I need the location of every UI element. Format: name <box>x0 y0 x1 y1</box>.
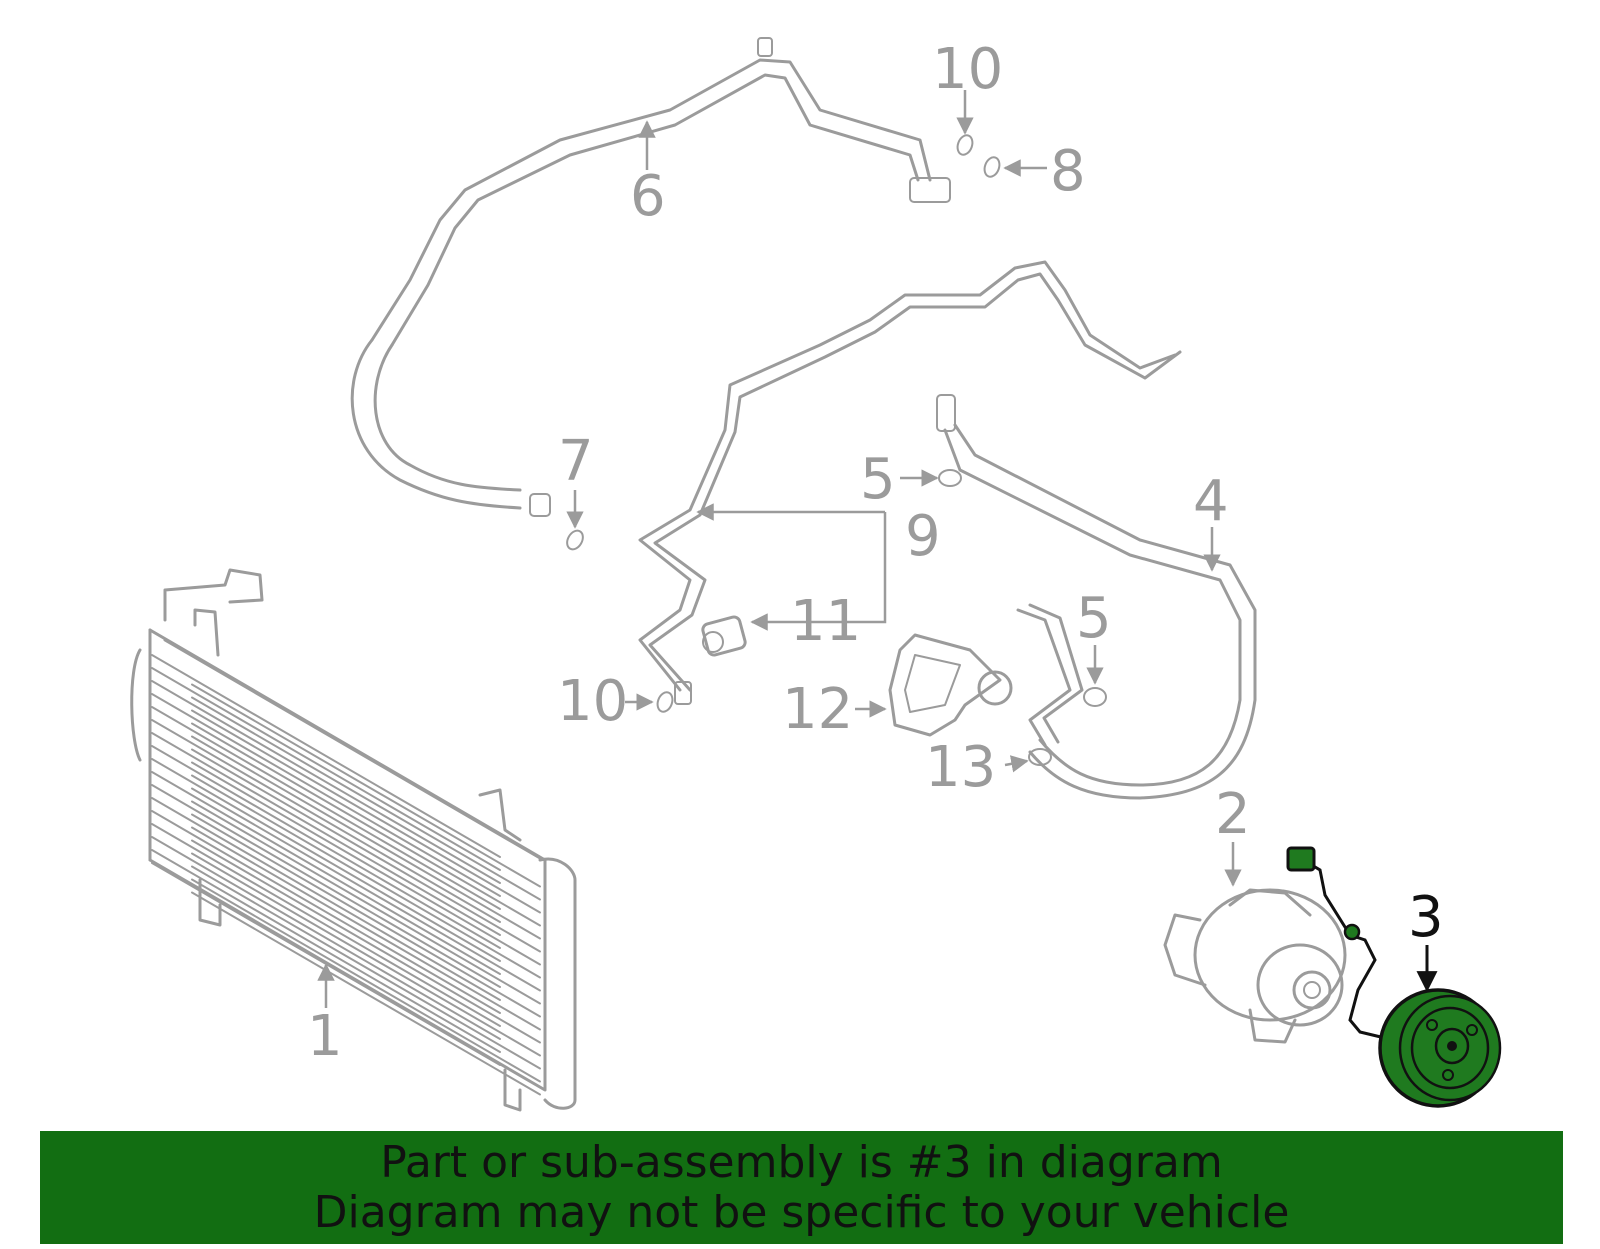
banner-line-1: Part or sub-assembly is #3 in diagram <box>380 1136 1223 1188</box>
callout-12: 12 <box>782 677 853 742</box>
callout-7: 7 <box>558 429 594 494</box>
condenser-fin <box>191 748 541 953</box>
condenser-fin <box>151 849 501 1053</box>
condenser-fin <box>191 787 541 992</box>
leader-lines <box>317 90 1438 1008</box>
part-3-clutch <box>1286 846 1502 1108</box>
callout-10-lower: 10 <box>557 669 628 734</box>
condenser-fin <box>151 719 501 923</box>
callout-3: 3 <box>1408 885 1444 950</box>
callout-11: 11 <box>790 589 861 654</box>
condenser-fin <box>151 797 501 1001</box>
callout-2: 2 <box>1215 782 1251 847</box>
condenser-fin <box>191 761 541 966</box>
condenser-fin <box>191 800 541 1005</box>
condenser-fin <box>191 735 541 940</box>
condenser-fin <box>191 852 541 1057</box>
condenser-fin <box>191 891 541 1096</box>
condenser-fin <box>191 774 541 979</box>
condenser-fin <box>191 709 541 914</box>
callout-5-lower: 5 <box>1076 586 1112 651</box>
condenser-fin <box>191 878 541 1083</box>
part-6-hose <box>350 37 951 517</box>
condenser-fin <box>151 810 501 1014</box>
condenser-fin <box>191 813 541 1018</box>
part-13-pipe <box>1016 603 1084 747</box>
condenser-fins <box>151 654 541 1096</box>
condenser-fin <box>191 696 541 901</box>
condenser-fin <box>151 823 501 1027</box>
condenser-fin <box>151 745 501 949</box>
part-9-pipe <box>638 260 1182 705</box>
callout-13: 13 <box>925 735 996 800</box>
condenser-fin <box>151 680 501 884</box>
callout-6: 6 <box>630 164 666 229</box>
condenser-fin <box>151 771 501 975</box>
condenser-fin <box>151 693 501 897</box>
condenser-fin <box>151 654 501 858</box>
condenser-fin <box>151 667 501 871</box>
condenser-fin <box>191 722 541 927</box>
condenser-fin <box>151 706 501 910</box>
callout-9: 9 <box>905 504 941 569</box>
part-2-compressor <box>1163 888 1347 1044</box>
callout-8: 8 <box>1050 139 1086 204</box>
condenser-fin <box>151 758 501 962</box>
part-1-condenser <box>130 568 577 1112</box>
banner-line-2: Diagram may not be specific to your vehi… <box>313 1186 1290 1238</box>
o-rings <box>566 134 1107 766</box>
condenser-fin <box>191 839 541 1044</box>
condenser-fin <box>191 865 541 1070</box>
callout-1: 1 <box>307 1004 343 1069</box>
callout-4: 4 <box>1193 469 1229 534</box>
condenser-fin <box>151 784 501 988</box>
callout-10-upper: 10 <box>932 37 1003 102</box>
condenser-fin <box>191 683 541 888</box>
condenser-fin <box>151 732 501 936</box>
part-12-pipe <box>888 633 1013 737</box>
callout-5-upper: 5 <box>860 447 896 512</box>
part-4-hose <box>936 394 1257 800</box>
condenser-fin <box>151 836 501 1040</box>
callout-labels: 1 2 3 4 5 5 6 7 8 9 10 10 11 12 13 <box>307 37 1444 1069</box>
part-11-switch <box>701 615 747 657</box>
condenser-fin <box>191 826 541 1031</box>
info-banner: Part or sub-assembly is #3 in diagram Di… <box>40 1131 1563 1244</box>
